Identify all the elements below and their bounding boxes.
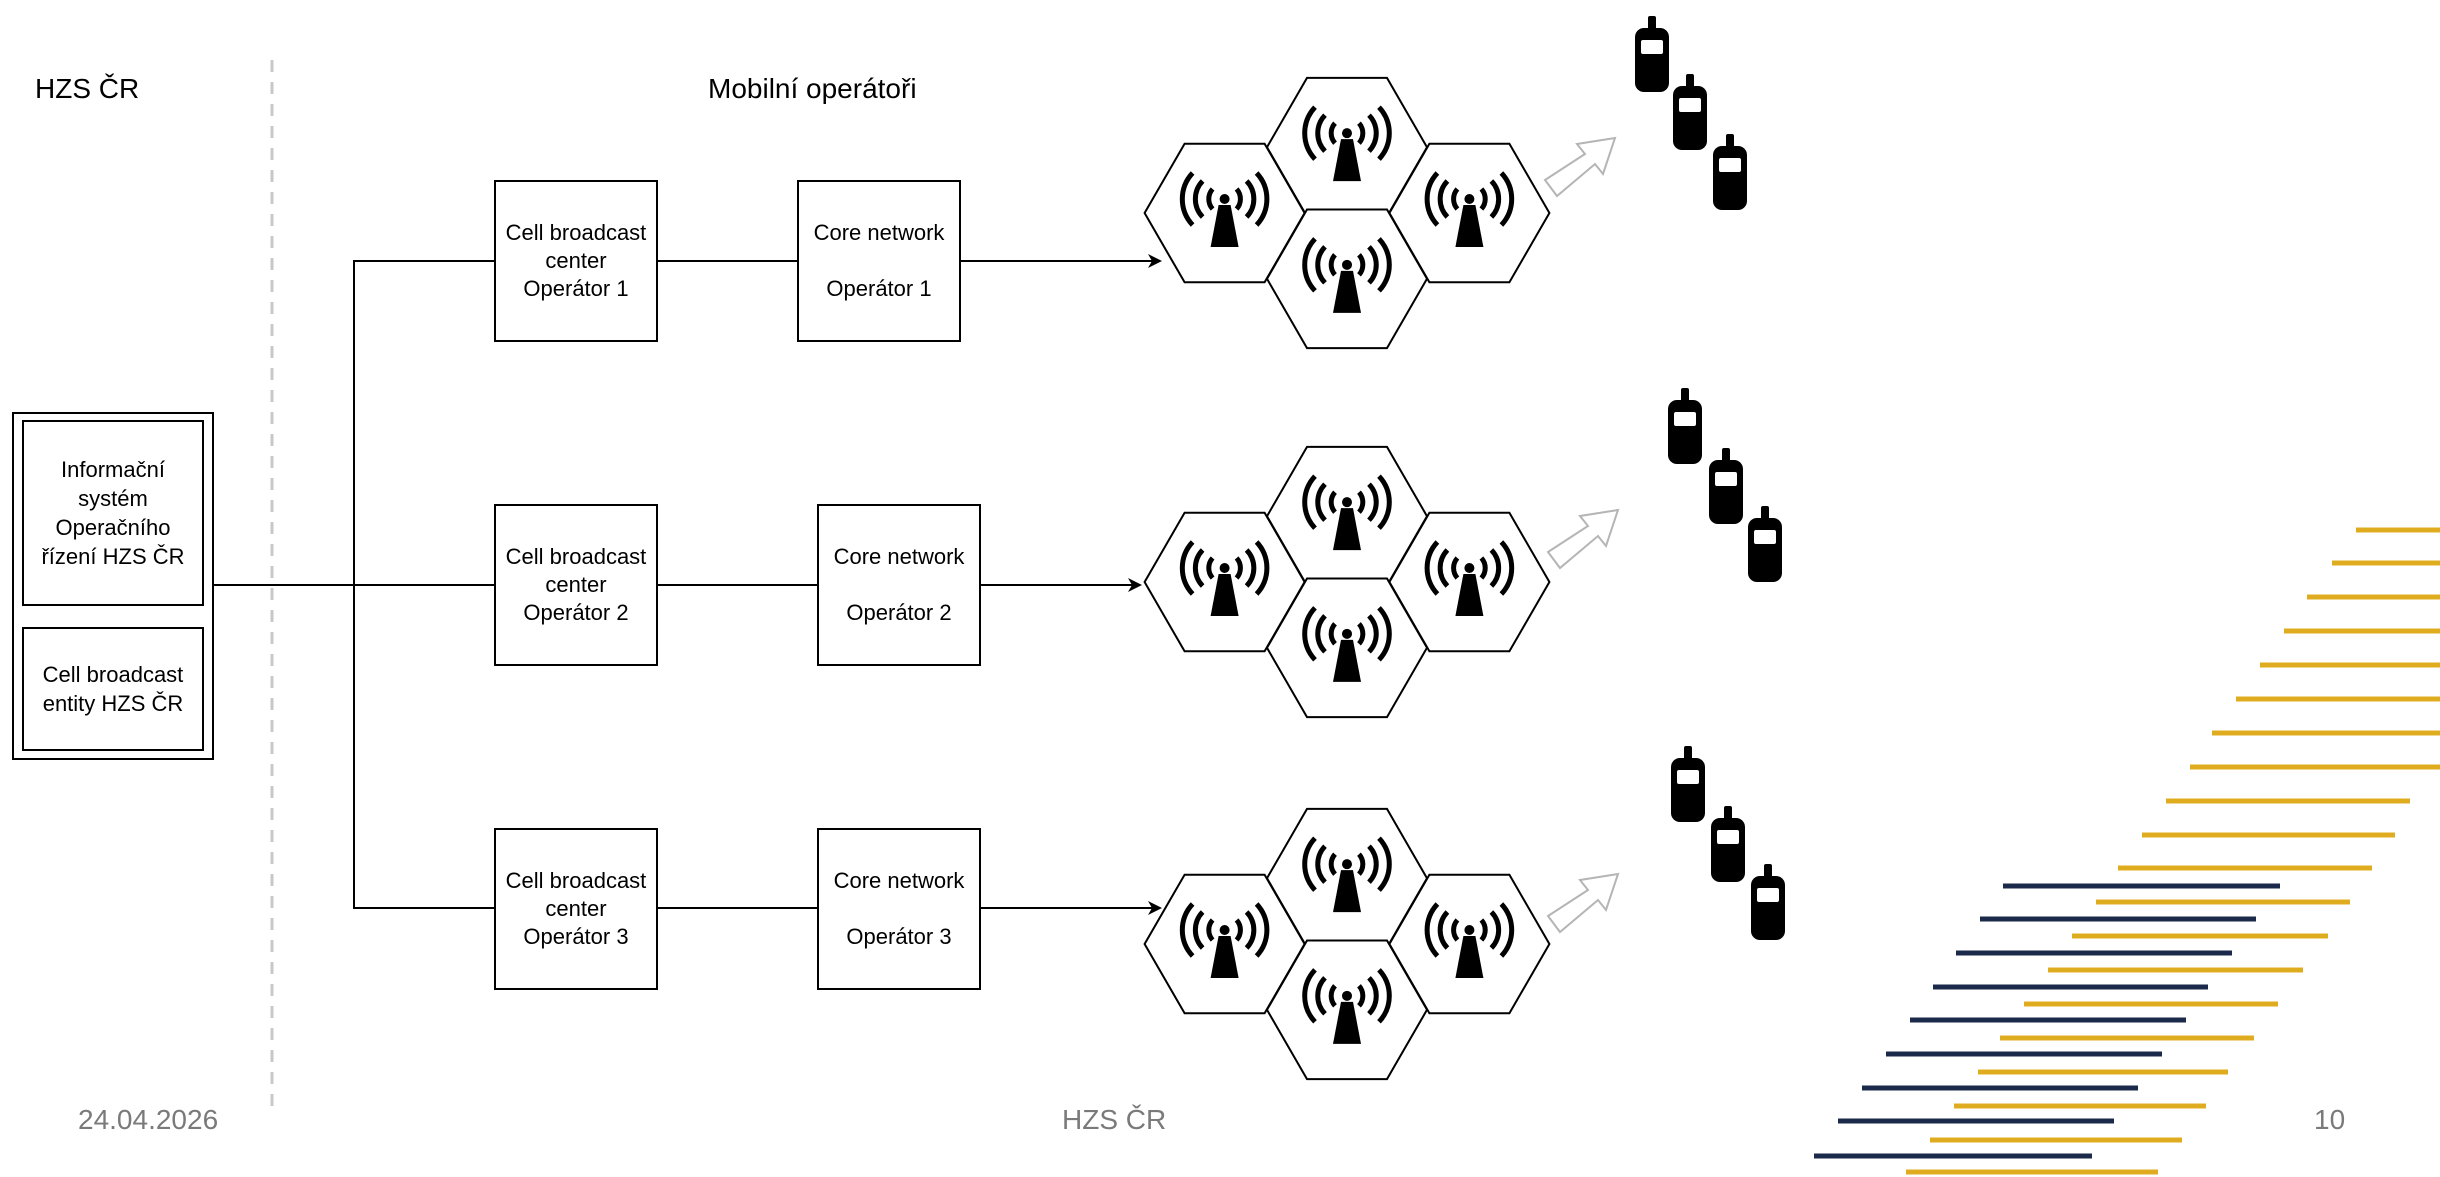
cell-hexagon (1265, 939, 1429, 1081)
cbc-operator-1: Cell broadcast center Operátor 1 (494, 180, 658, 342)
header-mobile-operators: Mobilní operátoři (708, 73, 917, 104)
cell-hexagon (1265, 208, 1429, 350)
footer-page-number: 10 (2314, 1104, 2346, 1135)
decorative-stripes (1814, 527, 2440, 1175)
mobile-phone-icon (1635, 16, 1669, 92)
core-network-operator-3: Core network Operátor 3 (817, 828, 981, 990)
mobile-phone-icon (1671, 746, 1705, 822)
cbc-1-line3: Operátor 1 (523, 276, 629, 301)
core-network-operator-2: Core network Operátor 2 (817, 504, 981, 666)
header-hzs: HZS ČR (35, 73, 140, 104)
cell-cluster-operator-1 (1143, 76, 1551, 350)
cell-cluster-operator-2 (1143, 445, 1551, 719)
cell-broadcast-entity-label: Cell broadcast entity HZS ČR (42, 662, 184, 716)
cbc-3-line2: center (545, 896, 607, 921)
cell-cluster-operator-3 (1143, 807, 1551, 1081)
mobile-phone-icon (1748, 506, 1782, 582)
cell-hexagon (1265, 577, 1429, 719)
connectors (212, 254, 1162, 915)
mobile-phone-icon (1711, 806, 1745, 882)
cbc-2-line3: Operátor 2 (523, 600, 629, 625)
broadcast-arrow-icon (1547, 873, 1619, 933)
cell-broadcast-entity-box: Cell broadcast entity HZS ČR (22, 627, 204, 751)
cell-hexagon (1143, 142, 1306, 284)
info-system-box: Informační systém Operačního řízení HZS … (22, 420, 204, 606)
broadcast-arrow-icon (1544, 137, 1616, 197)
cell-hexagon (1143, 873, 1306, 1015)
core-2-line2: Operátor 2 (846, 600, 952, 625)
mobile-phone-icon (1673, 74, 1707, 150)
core-1-line1: Core network (813, 220, 945, 245)
mobile-phone-icon (1713, 134, 1747, 210)
cbc-3-line3: Operátor 3 (523, 924, 629, 949)
core-1-line2: Operátor 1 (826, 276, 932, 301)
broadcast-arrow-icon (1547, 509, 1619, 569)
core-3-line2: Operátor 3 (846, 924, 952, 949)
cell-hexagon (1143, 511, 1306, 653)
core-3-line1: Core network (833, 868, 965, 893)
core-2-line1: Core network (833, 544, 965, 569)
mobile-phone-icon (1668, 388, 1702, 464)
cbc-operator-2: Cell broadcast center Operátor 2 (494, 504, 658, 666)
cbc-operator-3: Cell broadcast center Operátor 3 (494, 828, 658, 990)
mobile-phone-icon (1751, 864, 1785, 940)
footer-center: HZS ČR (1062, 1104, 1167, 1135)
cbc-3-line1: Cell broadcast (505, 868, 647, 893)
mobile-phone-icon (1709, 448, 1743, 524)
core-network-operator-1: Core network Operátor 1 (797, 180, 961, 342)
footer-date: 24.04.2026 (78, 1104, 219, 1135)
cbc-2-line2: center (545, 572, 607, 597)
cbc-1-line1: Cell broadcast (505, 220, 647, 245)
cbc-2-line1: Cell broadcast (505, 544, 647, 569)
info-system-label: Informační systém Operačního řízení HZS … (41, 457, 185, 569)
cbc-1-line2: center (545, 248, 607, 273)
